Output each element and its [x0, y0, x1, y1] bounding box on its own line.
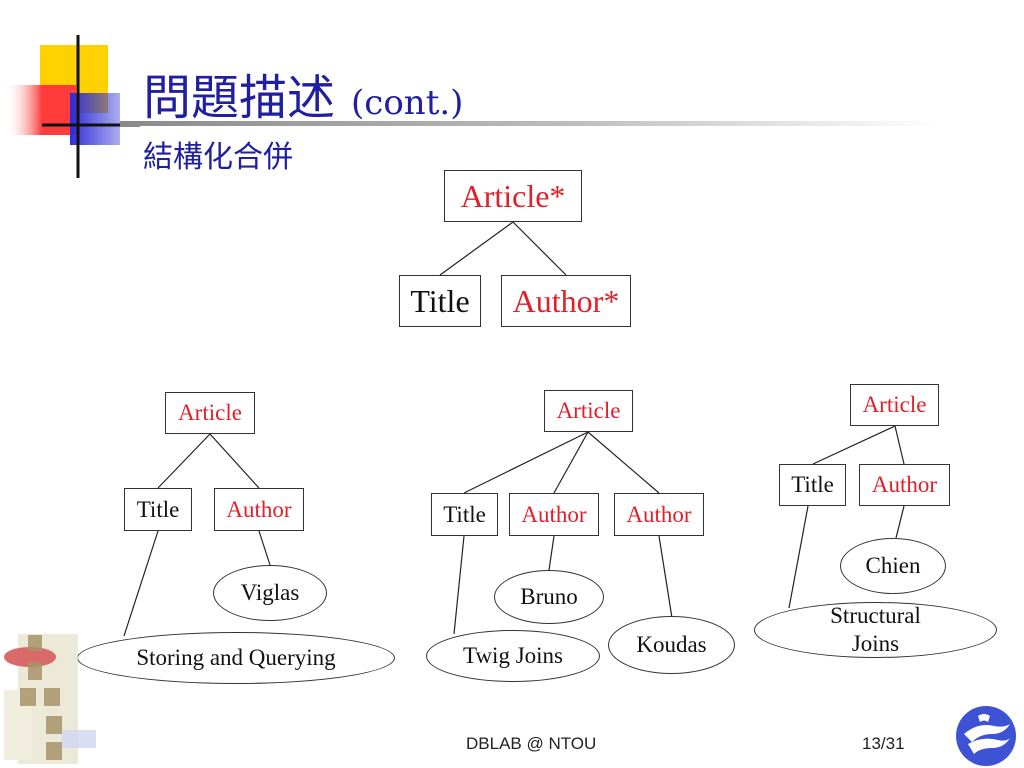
tree1-title-value: Storing and Querying [77, 632, 395, 684]
footer-center: DBLAB @ NTOU [466, 734, 597, 753]
tree2-author1-node: Author [509, 493, 599, 536]
slide-title: 問題描述 (cont.) [143, 58, 463, 128]
tree3-title-value-line2: Joins [851, 631, 900, 656]
tree3-title-node: Title [779, 464, 846, 506]
schema-article-node: Article* [444, 170, 582, 222]
tree2-author2-value: Koudas [608, 616, 735, 674]
tree2-title-value: Twig Joins [426, 630, 600, 682]
schema-title-node: Title [399, 275, 481, 327]
tree2-author2-node: Author [614, 493, 704, 536]
tree1-author-node: Author [214, 488, 304, 531]
tree1-author-value: Viglas [213, 565, 327, 621]
tree2-author1-value: Bruno [494, 570, 604, 624]
page-number: 13/31 [862, 734, 905, 753]
schema-author-node: Author* [501, 275, 631, 327]
title-suffix: (cont.) [351, 83, 464, 123]
title-text: 問題描述 [143, 70, 336, 126]
tree3-title-value-line1: Structural [830, 603, 921, 628]
tree1-title-node: Title [124, 488, 192, 531]
tree2-article-node: Article [544, 390, 633, 432]
corner-decoration [8, 35, 140, 178]
university-emblem-logo [956, 706, 1016, 766]
slide-subtitle: 結構化合併 [143, 140, 293, 175]
tree3-title-value: Structural Joins [754, 602, 997, 658]
tree3-article-node: Article [850, 384, 939, 426]
tree1-article-node: Article [165, 392, 255, 434]
tree2-title-node: Title [431, 493, 498, 536]
tree3-author-node: Author [859, 464, 950, 506]
title-rule [120, 121, 940, 126]
xml-sql-lab-logo [4, 634, 96, 764]
tree3-author-value: Chien [840, 538, 946, 594]
